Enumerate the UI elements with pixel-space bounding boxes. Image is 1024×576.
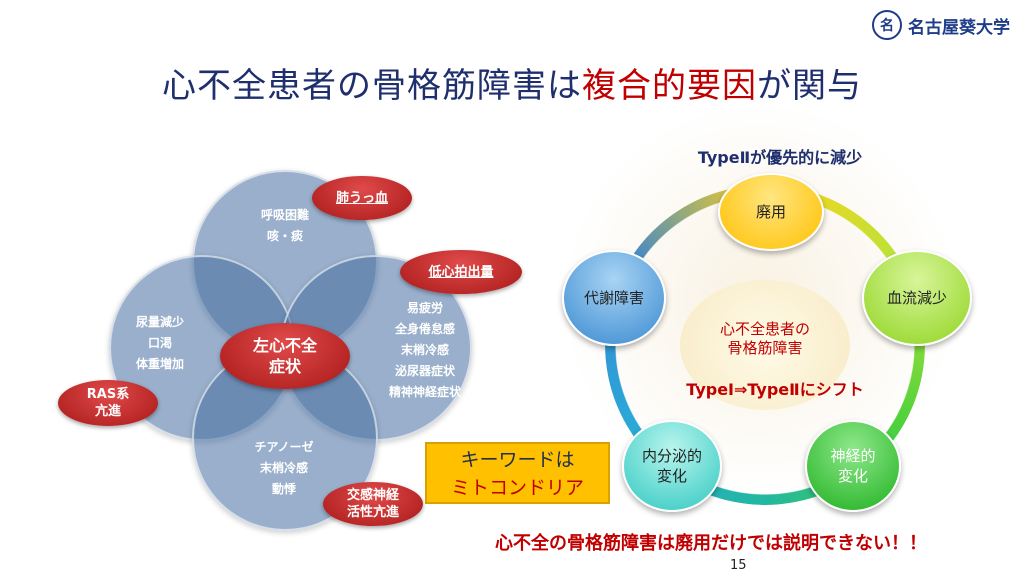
slide-title: 心不全患者の骨格筋障害は複合的要因が関与 [0, 58, 1024, 107]
keyword-value: ミトコンドリア [450, 477, 584, 499]
node-blood-flow: 血流減少 [862, 250, 972, 346]
venn-right-text: 易疲労全身倦怠感末梢冷感泌尿器症状精神神経症状 [388, 301, 461, 399]
venn-top-text: 呼吸困難咳・痰 [260, 208, 309, 243]
lung-congestion-badge: 肺うっ血 [312, 176, 412, 220]
node-neural: 神経的変化 [805, 420, 901, 512]
university-logo: 名 名古屋葵大学 [872, 10, 1010, 40]
sympathetic-badge: 交感神経活性亢進 [323, 482, 423, 526]
keyword-scroll: キーワードは ミトコンドリア [425, 442, 610, 504]
venn-left-text: 尿量減少口渇体重増加 [135, 315, 184, 371]
logo-mark: 名 [872, 10, 902, 40]
title-part3: が関与 [757, 66, 862, 106]
ras-badge: RAS系亢進 [58, 380, 158, 426]
venn-bottom-text: チアノーゼ末梢冷感動悸 [254, 440, 314, 496]
keyword-label: キーワードは [460, 449, 575, 471]
node-endocrine: 内分泌的変化 [622, 420, 722, 512]
page-number: 15 [730, 558, 747, 573]
node-disuse: 廃用 [718, 173, 824, 251]
center-symptom-badge: 左心不全症状 [220, 323, 350, 389]
low-output-badge: 低心拍出量 [400, 250, 522, 294]
university-name: 名古屋葵大学 [908, 17, 1010, 38]
title-part1: 心不全患者の骨格筋障害は [162, 66, 582, 106]
fiber-shift-text: TypeⅠ⇒TypeⅡにシフト [686, 380, 864, 399]
title-highlight: 複合的要因 [582, 66, 757, 106]
cycle-center-text: 心不全患者の骨格筋障害 [719, 320, 810, 357]
cycle-center [680, 280, 850, 410]
conclusion-text: 心不全の骨格筋障害は廃用だけでは説明できない！！ [495, 533, 927, 554]
cycle-header: TypeⅡが優先的に減少 [697, 148, 863, 167]
node-metabolic: 代謝障害 [562, 250, 666, 346]
